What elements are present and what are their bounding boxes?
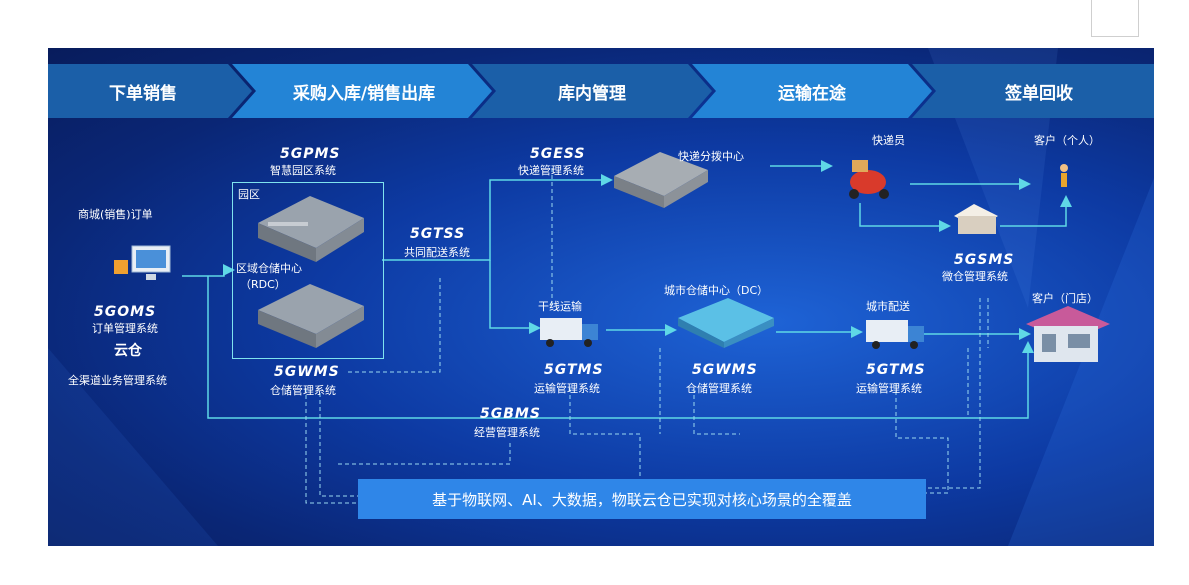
express-center-illustration <box>614 152 708 208</box>
customer-store-label: 客户（门店） <box>1032 292 1098 305</box>
sms-brand: 5GSMS <box>954 252 1015 268</box>
wms-brand-2: 5GWMS <box>692 362 758 378</box>
stage-receipt: 签单回收 <box>1005 83 1073 104</box>
pms-brand: 5GPMS <box>280 146 341 162</box>
stage-bar-5 <box>912 64 1154 118</box>
pms-name: 智慧园区系统 <box>270 164 336 177</box>
tms-brand-1: 5GTMS <box>544 362 604 378</box>
stage-bar-3 <box>472 64 712 118</box>
wms-brand-1: 5GWMS <box>274 364 340 380</box>
tms-name-2: 运输管理系统 <box>856 382 922 395</box>
omni-logo: 云仓 <box>114 343 142 359</box>
omni-name: 全渠道业务管理系统 <box>68 374 167 387</box>
warehouse-illustration-2 <box>258 284 364 348</box>
dc-illustration <box>678 298 774 348</box>
park-label: 园区 <box>238 188 260 201</box>
tss-name: 共同配送系统 <box>404 246 470 259</box>
order-source-label: 商城(销售)订单 <box>78 208 153 221</box>
courier-illustration <box>849 160 889 199</box>
sms-name: 微仓管理系统 <box>942 270 1008 283</box>
trunk-label: 干线运输 <box>538 300 582 313</box>
order-terminal-illustration <box>114 245 171 280</box>
city-dc-label: 城市仓储中心（DC） <box>664 284 769 297</box>
wms-name-2: 仓储管理系统 <box>686 382 752 395</box>
cess-brand: 5GESS <box>530 146 586 162</box>
diagram-panel: 下单销售 采购入库/销售出库 库内管理 运输在途 签单回收 商城(销售)订单 5… <box>48 48 1154 546</box>
wms-name-1: 仓储管理系统 <box>270 384 336 397</box>
stage-inventory: 库内管理 <box>558 83 626 104</box>
micro-warehouse-illustration <box>954 204 998 234</box>
rdc-box <box>232 182 384 359</box>
cess-name: 快递管理系统 <box>518 164 584 177</box>
stage-purchase-outbound: 采购入库/销售出库 <box>292 83 436 104</box>
stage-bar-2 <box>232 64 492 118</box>
tms-name-1: 运输管理系统 <box>534 382 600 395</box>
stage-order-sales: 下单销售 <box>109 83 177 104</box>
warehouse-illustration-1 <box>258 196 364 262</box>
truck-illustration-2 <box>866 320 924 349</box>
store-illustration <box>1026 306 1110 362</box>
truck-illustration-1 <box>540 318 598 347</box>
stage-bar-1 <box>48 64 252 118</box>
connector-layer <box>48 48 1154 546</box>
oms-brand: 5GOMS <box>94 304 157 320</box>
express-center-label: 快递分拨中心 <box>678 150 744 163</box>
corner-frame <box>1091 0 1139 37</box>
stage-transport: 运输在途 <box>778 83 846 104</box>
oms-name: 订单管理系统 <box>92 322 158 335</box>
person-illustration <box>1060 164 1068 187</box>
stage-bar-4 <box>692 64 932 118</box>
customer-person-label: 客户（个人） <box>1034 134 1100 147</box>
courier-label: 快递员 <box>872 134 905 147</box>
coverage-banner: 基于物联网、AI、大数据，物联云仓已实现对核心场景的全覆盖 <box>358 479 926 519</box>
bms-brand: 5GBMS <box>480 406 541 422</box>
tss-brand: 5GTSS <box>410 226 466 242</box>
city-delivery-label: 城市配送 <box>866 300 910 313</box>
rdc-label-1: 区域仓储中心 <box>236 262 302 275</box>
rdc-label-2: （RDC） <box>240 278 286 291</box>
bms-name: 经营管理系统 <box>474 426 540 439</box>
tms-brand-2: 5GTMS <box>866 362 926 378</box>
